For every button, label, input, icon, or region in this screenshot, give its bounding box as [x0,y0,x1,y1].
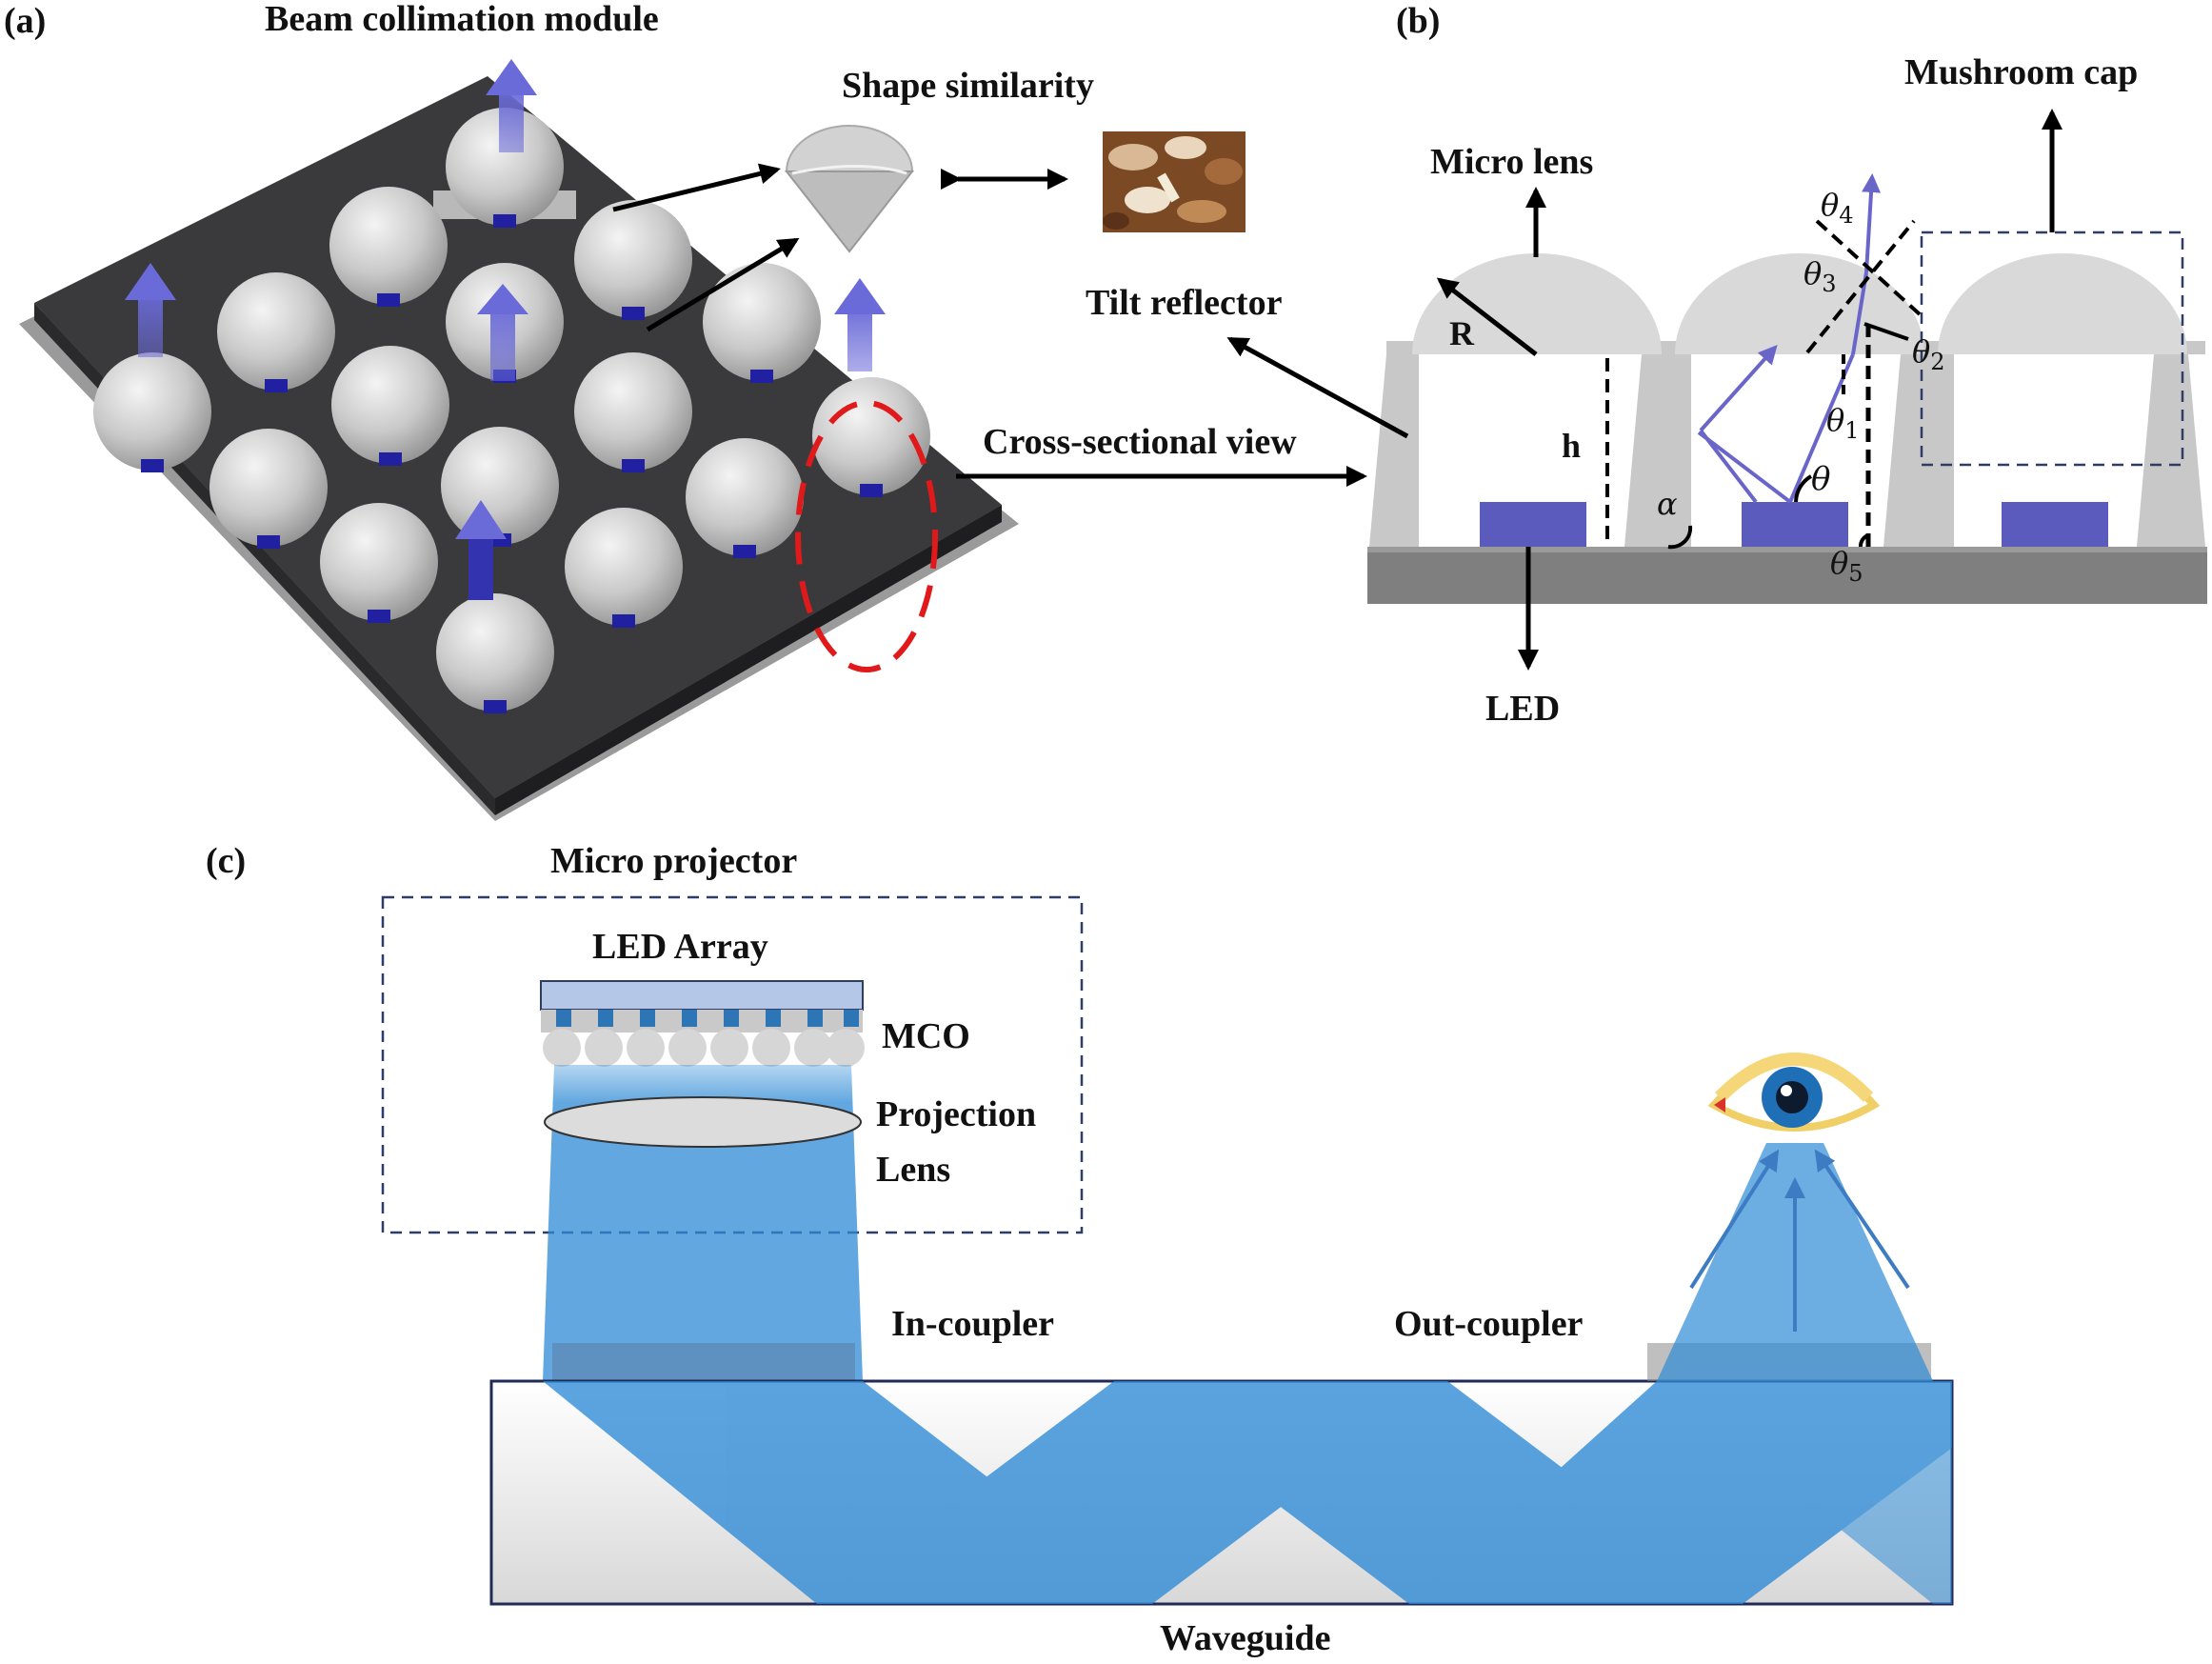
micro-lens [329,187,448,307]
micro-lens [217,272,335,392]
micro-lens [574,200,692,320]
mushroom-photo [1103,131,1245,232]
waveguide-light-paths [543,1381,1952,1604]
normal-lines [1794,219,1922,548]
emission-arrow [834,278,886,371]
micro-lens [703,263,821,383]
emission-arrows [125,59,886,600]
theta5-label: θ5 [1830,545,1863,587]
emission-arrow [477,284,528,381]
micro-lens [441,427,559,547]
micro-lens-caps [1412,253,2187,354]
panel-c-label: (c) [206,841,246,881]
waveguide-label: Waveguide [1160,1618,1330,1658]
emission-arrow [455,500,507,600]
radius-label: R [1449,314,1475,352]
panel-b: (b) Mushroom cap [1086,1,2207,729]
mushroom-lens-icon [784,125,915,253]
micro-lens [436,593,554,713]
out-coupler-label: Out-coupler [1394,1304,1584,1344]
mco-label: MCO [882,1016,970,1056]
led-array [540,980,864,1032]
micro-lens [565,508,683,628]
led-substrate [1367,547,2207,604]
beam-collimation-title: Beam collimation module [265,0,659,39]
micro-lens-label: Micro lens [1430,142,1593,182]
theta3-label: θ3 [1803,255,1837,297]
micro-lens [331,346,449,466]
micro-projector-label: Micro projector [550,841,797,881]
led-chips [1480,502,2108,547]
micro-projector-box [381,895,1084,1234]
alpha-label: α [1657,486,1678,522]
panel-c: (c) Micro projector LED Array [206,841,1954,1658]
theta1-label: θ1 [1826,402,1860,444]
emission-arrow [486,59,537,152]
highlight-ellipse [795,400,938,672]
panel-b-label: (b) [1396,1,1440,41]
emission-arrow [125,263,176,357]
tilt-reflector-label: Tilt reflector [1086,283,1283,323]
led-label: LED [1485,689,1560,729]
projection-label: Projection [876,1094,1036,1134]
pointer-arrow [646,237,800,332]
mco-lenslets [543,1029,865,1067]
theta2-label: θ2 [1912,333,1945,375]
micro-lens [686,438,804,558]
micro-lens [320,503,438,623]
micro-lens [574,352,692,472]
shape-similarity-label: Shape similarity [842,66,1094,106]
projection-lens [544,1096,862,1148]
micro-lens [812,377,930,497]
theta4-label: θ4 [1821,187,1854,229]
eye-icon [1707,1053,1881,1132]
panel-a: (a) Beam collimation module [4,0,1367,821]
micro-lens [433,108,576,228]
theta-labels: θ θ1 θ2 θ3 θ4 θ5 [1803,187,1945,587]
mushroom-cap-label: Mushroom cap [1904,52,2138,92]
pointer-arrow [612,163,781,212]
lens-label: Lens [876,1150,950,1190]
in-coupler-label: In-coupler [891,1304,1054,1344]
in-coupler-grating [552,1343,855,1381]
panel-a-label: (a) [4,1,46,41]
micro-lens [93,352,211,472]
height-label: h [1562,427,1581,465]
led-array-label: LED Array [592,927,768,967]
theta-label: θ [1811,460,1830,498]
cross-sectional-view-label: Cross-sectional view [983,422,1297,462]
micro-lens [209,429,328,549]
micro-lens-array [93,108,930,713]
